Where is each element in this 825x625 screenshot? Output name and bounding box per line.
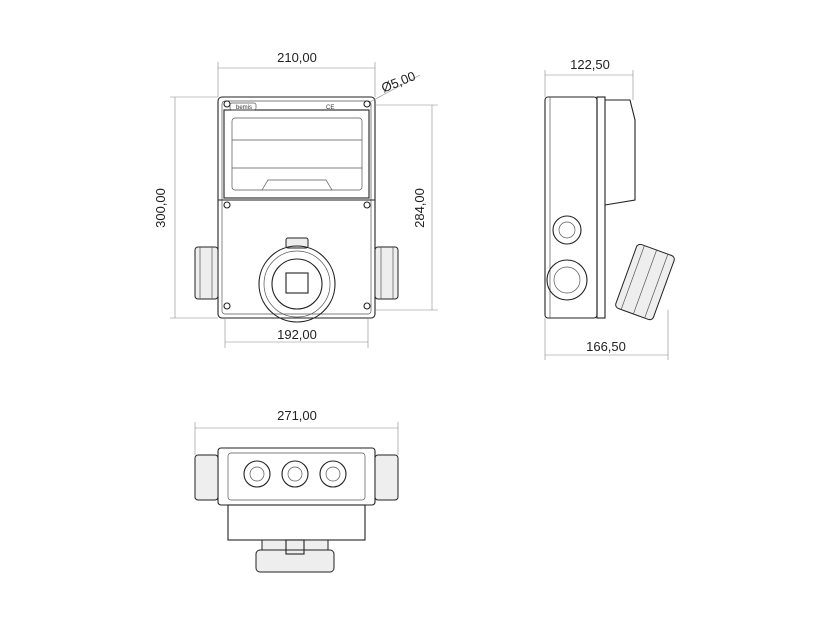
cable-entry-icons — [243, 460, 347, 488]
left-cable-gland — [194, 246, 219, 300]
front-view: bemis CE 210,00 — [153, 50, 438, 348]
side-dimension-lines — [544, 70, 669, 360]
bottom-total-width-dimension: 271,00 — [277, 408, 317, 423]
side-total-depth-dimension: 166,50 — [586, 339, 626, 354]
inner-width-dimension: 192,00 — [277, 327, 317, 342]
screw-icons — [223, 100, 371, 310]
front-width-dimension: 210,00 — [277, 50, 317, 65]
bottom-socket — [255, 539, 335, 573]
side-socket — [546, 259, 588, 301]
window-frame — [223, 109, 370, 199]
bottom-right-gland — [374, 454, 399, 501]
socket-outlet — [258, 237, 336, 323]
logo-text: bemis — [236, 105, 252, 111]
hole-diameter-dimension: Ø5,00 — [379, 68, 417, 95]
right-cable-gland — [374, 246, 399, 300]
logo-badge — [229, 102, 257, 111]
front-height-dimension: 300,00 — [153, 188, 168, 228]
transparent-lid — [231, 117, 363, 191]
side-view: 122,50 166,50 — [544, 57, 675, 360]
bottom-left-gland — [194, 454, 219, 501]
enclosure-outline — [217, 96, 376, 319]
bottom-body — [217, 447, 376, 506]
ce-mark: CE — [326, 105, 334, 111]
inner-height-dimension: 284,00 — [412, 188, 427, 228]
bottom-view: 271,00 — [194, 408, 399, 573]
side-body — [544, 96, 598, 319]
side-gland — [552, 215, 582, 245]
side-depth-dimension: 122,50 — [570, 57, 610, 72]
angled-socket — [615, 243, 675, 321]
dimension-lines — [170, 62, 438, 348]
